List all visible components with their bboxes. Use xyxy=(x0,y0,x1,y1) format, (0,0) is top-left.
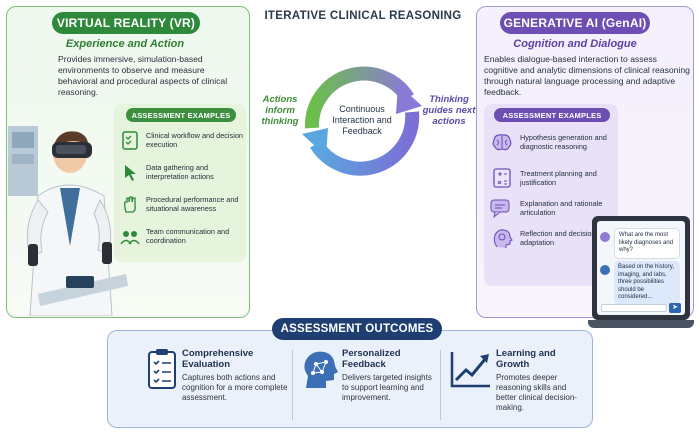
checklist-icon xyxy=(120,130,140,150)
vr-controller-icon xyxy=(102,242,112,264)
user-avatar-icon xyxy=(600,232,610,242)
clipboard-check-icon xyxy=(146,348,182,403)
vr-example-label: Procedural performance and situational a… xyxy=(146,195,239,213)
calculator-icon xyxy=(490,166,514,190)
outcome-divider xyxy=(292,350,293,420)
arrowhead-icon xyxy=(302,128,328,156)
vr-examples-title: ASSESSMENT EXAMPLES xyxy=(126,108,236,122)
genai-examples-title: ASSESSMENT EXAMPLES xyxy=(494,108,610,122)
vr-example-item: Clinical workflow and decision execution xyxy=(120,130,244,150)
chat-input[interactable] xyxy=(601,304,667,312)
genai-example-label: Hypothesis generation and diagnostic rea… xyxy=(520,133,607,151)
genai-panel-subtitle: Cognition and Dialogue xyxy=(513,38,637,50)
outcome-text: Captures both actions and cognition for … xyxy=(182,373,288,402)
vr-example-label: Data gathering and interpretation action… xyxy=(146,163,214,181)
cycle-diagram xyxy=(302,66,422,176)
genai-example-item: Explanation and rationale articulation xyxy=(490,196,614,220)
tablet-icon xyxy=(66,276,94,288)
vr-example-item: Team communication and coordination xyxy=(120,226,244,246)
genai-example-label: Explanation and rationale articulation xyxy=(520,199,603,217)
vr-example-label: Clinical workflow and decision execution xyxy=(146,131,243,149)
outcome-heading: Learning and Growth xyxy=(496,348,556,370)
genai-panel-title: GENERATIVE AI (GenAI) xyxy=(500,12,650,34)
team-icon xyxy=(120,226,140,246)
outcomes-title: ASSESSMENT OUTCOMES xyxy=(272,318,442,340)
vr-user-illustration xyxy=(8,126,128,316)
hand-icon xyxy=(120,194,140,214)
bot-chat-bubble: Based on the history, imaging, and labs,… xyxy=(614,261,680,305)
laptop-chat-illustration: What are the most likely diagnoses and w… xyxy=(588,216,694,328)
outcome-text: Delivers targeted insights to support le… xyxy=(342,373,432,402)
genai-example-item: Reflection and decision adaptation xyxy=(490,226,614,250)
cycle-arrow-top xyxy=(304,66,414,129)
outcome-item: Personalized Feedback Delivers targeted … xyxy=(300,348,440,403)
genai-example-label: Reflection and decision adaptation xyxy=(520,229,596,247)
outcome-divider xyxy=(440,350,441,420)
chat-icon xyxy=(490,196,514,220)
vr-example-item: Procedural performance and situational a… xyxy=(120,194,244,214)
cursor-icon xyxy=(120,162,140,182)
bot-avatar-icon xyxy=(600,265,610,275)
brain-icon xyxy=(490,130,514,154)
genai-example-item: Treatment planning and justification xyxy=(490,166,614,190)
outcome-heading: Comprehensive Evaluation xyxy=(182,348,254,370)
genai-panel-description: Enables dialogue-based interaction to as… xyxy=(484,54,690,97)
vr-panel-subtitle: Experience and Action xyxy=(65,38,185,50)
vr-controller-icon xyxy=(28,244,38,266)
cycle-label: Continuous Interaction and Feedback xyxy=(332,104,392,136)
vr-panel-title: VIRTUAL REALITY (VR) xyxy=(52,12,200,34)
user-chat-bubble: What are the most likely diagnoses and w… xyxy=(614,228,680,259)
genai-example-item: Hypothesis generation and diagnostic rea… xyxy=(490,130,614,154)
arrowhead-icon xyxy=(396,84,422,114)
laptop-base xyxy=(588,320,694,328)
center-title: ITERATIVE CLINICAL REASONING xyxy=(264,10,462,22)
outcome-text: Promotes deeper reasoning skills and bet… xyxy=(496,373,577,412)
outcome-item: Comprehensive Evaluation Captures both a… xyxy=(146,348,288,403)
reflection-icon xyxy=(490,226,514,250)
outcome-item: Learning and Growth Promotes deeper reas… xyxy=(448,348,588,413)
network-head-icon xyxy=(300,348,342,403)
actions-inform-thinking-label: Actions inform thinking xyxy=(261,94,299,127)
outcome-heading: Personalized Feedback xyxy=(342,348,401,370)
growth-chart-icon xyxy=(448,348,496,413)
cycle-arrow-bottom xyxy=(310,111,420,176)
genai-example-label: Treatment planning and justification xyxy=(520,169,597,187)
thinking-guides-actions-label: Thinking guides next actions xyxy=(422,94,476,127)
outcomes-panel xyxy=(107,330,593,428)
vr-example-item: Data gathering and interpretation action… xyxy=(120,162,244,182)
vr-example-label: Team communication and coordination xyxy=(146,227,230,245)
vr-panel-description: Provides immersive, simulation-based env… xyxy=(58,54,228,97)
send-icon[interactable]: ➤ xyxy=(669,303,681,313)
